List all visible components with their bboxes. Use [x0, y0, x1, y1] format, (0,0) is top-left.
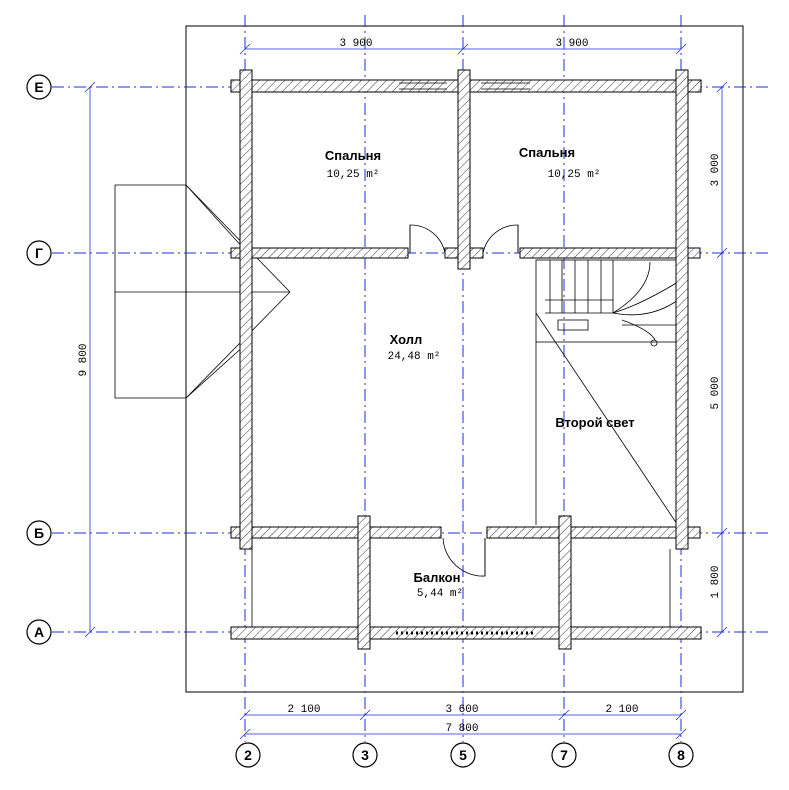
dim-bottom-2: 3 600 — [445, 704, 478, 716]
doors — [409, 224, 519, 577]
svg-text:Б: Б — [34, 525, 44, 541]
dim-bottom-1: 2 100 — [287, 704, 320, 716]
axis-bubble-G: Г — [26, 240, 52, 266]
room-bedroom-left: Спальня 10,25 m² — [325, 148, 381, 181]
axis-bubble-B: Б — [26, 520, 52, 546]
axis-bubble-5: 5 — [450, 742, 476, 768]
svg-text:2: 2 — [244, 747, 252, 763]
dimension-bottom: 2 100 3 600 2 100 7 800 — [239, 704, 687, 740]
dim-bottom-3: 2 100 — [605, 704, 638, 716]
stair — [535, 259, 680, 525]
dim-top-left: 3 900 — [339, 38, 372, 50]
dimension-right: 3 000 5 000 1 800 — [710, 81, 728, 638]
dim-left-total: 9 800 — [78, 343, 90, 376]
room-balcony: Балкон 5,44 m² — [414, 570, 464, 600]
room-name-second-light: Второй свет — [555, 415, 634, 430]
svg-text:А: А — [34, 624, 44, 640]
axis-bubble-8: 8 — [668, 742, 694, 768]
sheet-frame — [185, 25, 744, 693]
svg-text:Г: Г — [35, 245, 43, 261]
room-area-hall: 24,48 m² — [388, 351, 441, 363]
svg-text:Е: Е — [34, 79, 43, 95]
dim-top-right: 3 900 — [555, 38, 588, 50]
room-name-balcony: Балкон — [414, 570, 461, 585]
room-area-bedroom-1: 10,25 m² — [327, 169, 380, 181]
axis-bubble-7: 7 — [551, 742, 577, 768]
room-name-hall: Холл — [390, 332, 423, 347]
room-name-bedroom-1: Спальня — [325, 148, 381, 163]
dimension-top: 3 900 3 900 — [239, 38, 687, 55]
room-second-light: Второй свет — [555, 415, 634, 430]
svg-text:5: 5 — [459, 747, 467, 763]
dim-right-1: 3 000 — [710, 153, 722, 186]
dim-bottom-total: 7 800 — [445, 723, 478, 735]
room-bedroom-right: Спальня 10,25 m² — [519, 145, 600, 181]
roof-outline — [114, 184, 291, 399]
svg-text:3: 3 — [361, 747, 369, 763]
dimension-left: 9 800 — [78, 81, 96, 638]
axis-bubble-2: 2 — [235, 742, 261, 768]
dim-right-3: 1 800 — [710, 565, 722, 598]
svg-text:7: 7 — [560, 747, 568, 763]
dim-right-2: 5 000 — [710, 376, 722, 409]
axis-bubble-A: А — [26, 619, 52, 645]
svg-text:8: 8 — [677, 747, 685, 763]
walls — [230, 69, 702, 650]
axis-bubble-E: Е — [26, 74, 52, 100]
room-name-bedroom-2: Спальня — [519, 145, 575, 160]
axis-bubble-3: 3 — [352, 742, 378, 768]
room-area-balcony: 5,44 m² — [417, 588, 463, 600]
room-hall: Холл 24,48 m² — [388, 332, 441, 363]
room-area-bedroom-2: 10,25 m² — [548, 169, 601, 181]
